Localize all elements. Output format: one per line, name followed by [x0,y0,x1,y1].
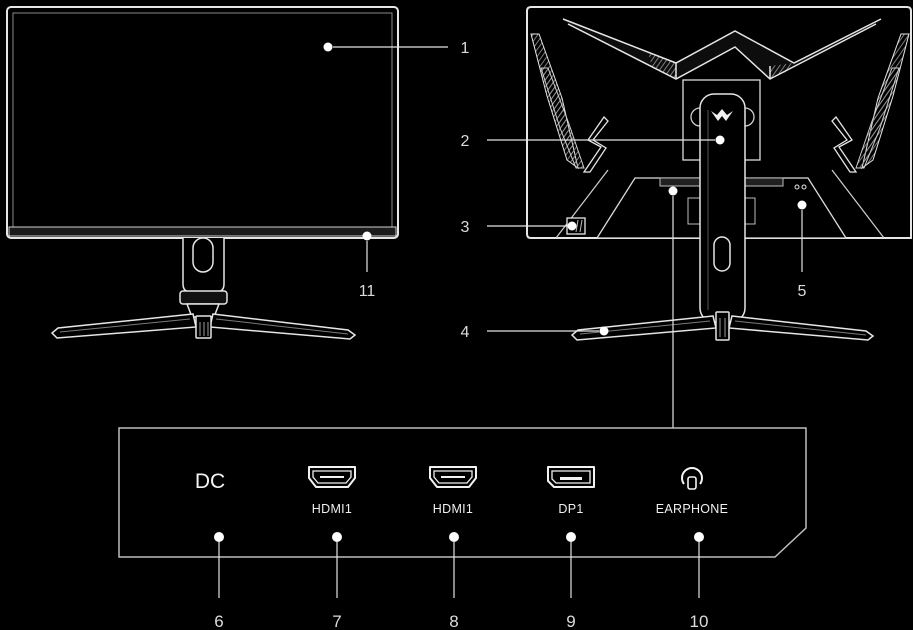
top-band-hatch-right [770,63,794,79]
back-view-monitor [526,6,912,341]
right-wing-inner [855,67,900,169]
callout-4-number: 4 [461,324,470,341]
displayport-port: DP1 [547,466,595,516]
front-screen [12,12,393,228]
callout-1-number: 1 [461,40,470,57]
callout-2: 2 [461,133,725,150]
hdmi-port-icon [429,466,477,488]
callout-3-number: 3 [461,219,470,236]
cable-management-slot [192,237,214,273]
lock-ridge [575,219,579,233]
io-status-indicator [801,184,807,190]
lock-ridge [579,219,583,233]
hdmi-port-1-label: HDMI1 [312,502,352,516]
callout-10: 10 [690,532,709,630]
left-wing-inner [540,67,585,169]
callout-11-dot [362,231,372,241]
callout-7-dot [332,532,342,542]
displayport-icon [547,466,595,488]
earphone-port: EARPHONE [656,467,729,516]
hdmi-port-1: HDMI1 [308,466,356,516]
port-panel: DC HDMI1 HDMI1 [118,427,807,558]
callout-4-dot [599,326,609,336]
callout-6-dot [214,532,224,542]
callout-9-dot [566,532,576,542]
port-panel-outline [118,427,807,558]
callout-8: 8 [449,532,459,630]
io-zoom-dot [668,186,678,196]
callout-5-dot [797,200,807,210]
io-status-indicator [794,184,800,190]
callout-7: 7 [332,532,342,630]
back-stand [570,93,875,341]
callout-11: 11 [359,231,376,300]
top-band-outer-edge [562,18,882,64]
front-stand [50,237,357,340]
back-cable-slot [713,236,731,272]
callout-9-number: 9 [566,612,575,630]
back-right-wing-light [831,33,910,239]
mount-left-knob [690,107,701,127]
front-view-monitor [6,6,399,340]
callout-5: 5 [797,200,807,300]
back-left-wing-light [530,33,609,239]
callout-8-number: 8 [449,612,458,630]
right-bolt-light [831,115,858,173]
dc-port: DC [195,470,225,493]
right-diagonal-line [831,169,885,239]
callout-9: 9 [566,532,576,630]
callout-6: 6 [214,532,224,630]
earphone-label: EARPHONE [656,502,729,516]
dc-port-label: DC [195,470,225,493]
callout-10-number: 10 [690,612,709,630]
front-stand-right-leg-edge [215,318,349,335]
displayport-label: DP1 [558,502,583,516]
top-band-inner-edge [567,23,877,80]
callout-1: 1 [323,40,470,57]
callout-8-dot [449,532,459,542]
hdmi-port-2: HDMI1 [429,466,477,516]
top-band-hatch-left [648,52,676,79]
front-stand-left-leg-edge [59,318,191,333]
back-top-light-band [562,18,882,80]
hdmi-port-2-label: HDMI1 [433,502,473,516]
callout-10-dot [694,532,704,542]
callout-6-number: 6 [214,612,223,630]
brand-logo-icon [711,109,733,121]
io-zoom-leader [668,186,678,428]
callout-2-number: 2 [461,133,470,150]
callout-4: 4 [461,324,609,341]
back-stand-center-post [715,311,730,341]
callout-7-number: 7 [332,612,341,630]
front-stand-collar [179,290,228,305]
callout-5-number: 5 [798,283,807,300]
hdmi-port-icon [308,466,356,488]
front-bottom-bezel [8,226,397,237]
callout-3-dot [567,221,577,231]
left-bolt-light [582,115,609,173]
back-stand-right-leg-edge [734,320,867,336]
callout-1-dot [323,42,333,52]
mount-right-knob [744,107,755,127]
back-stand-column [699,93,746,323]
callout-2-dot [715,135,725,145]
callout-3: 3 [461,219,577,236]
callout-11-number: 11 [359,283,376,300]
top-band-fill [563,19,881,79]
left-diagonal-line [555,169,609,239]
headphone-jack-icon [681,467,703,490]
